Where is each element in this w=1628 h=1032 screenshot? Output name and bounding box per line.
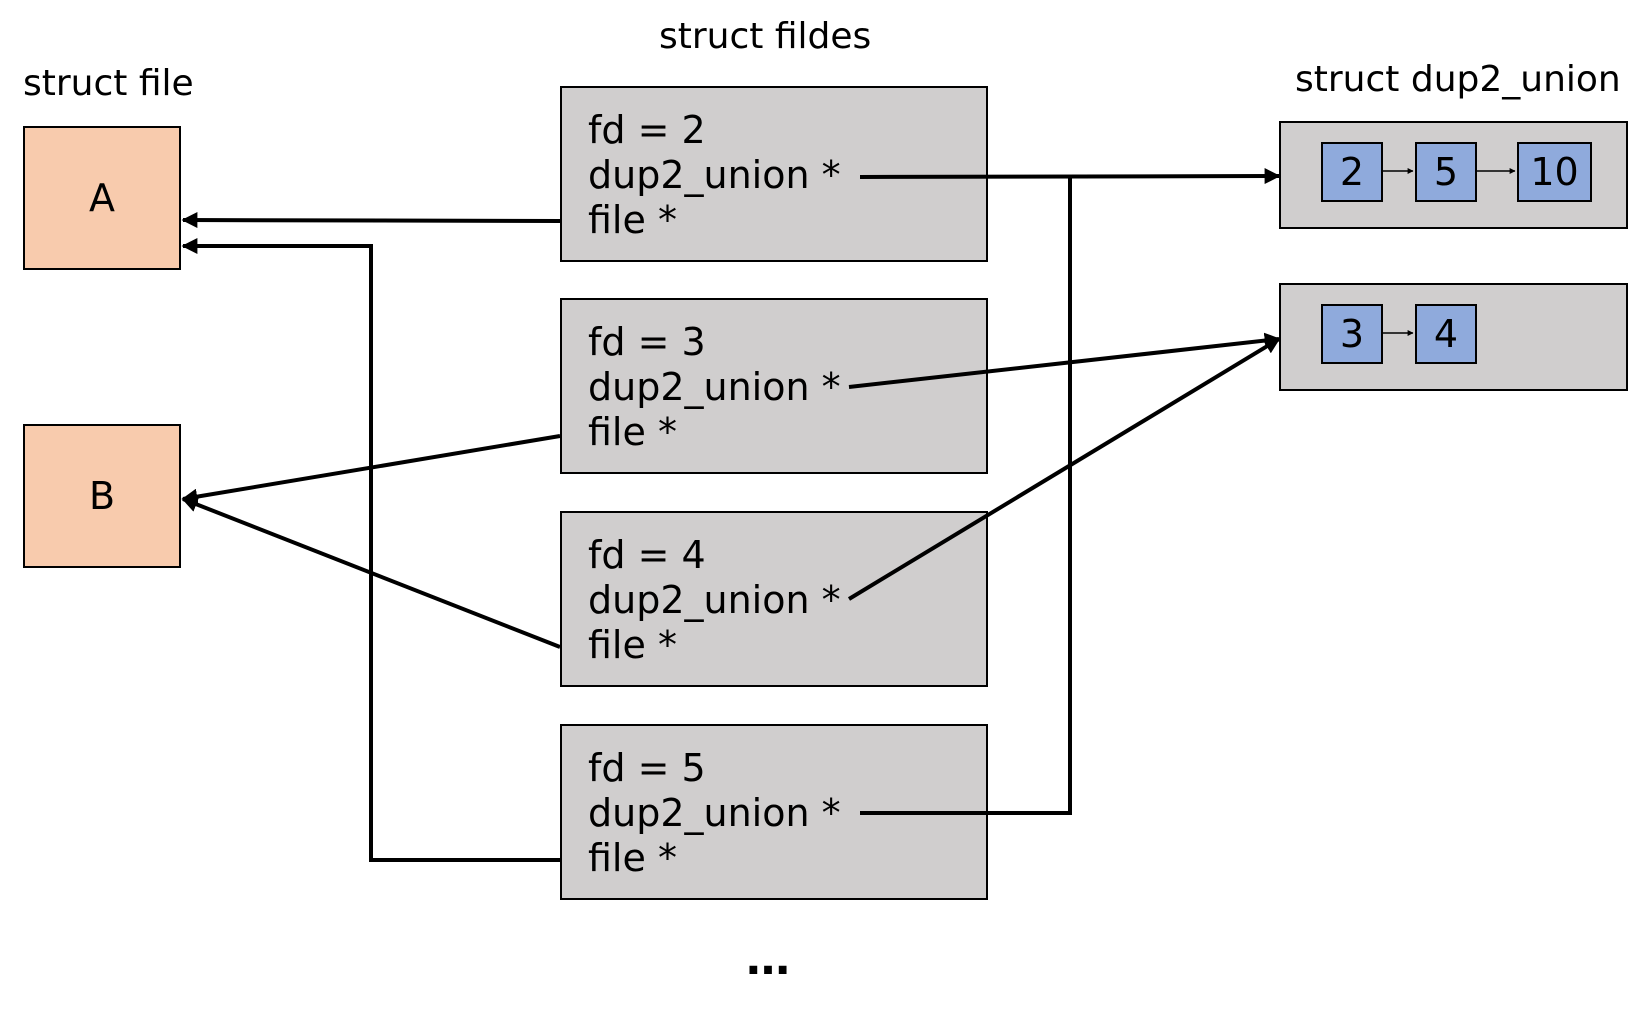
dup2-union-pointer: dup2_union * bbox=[588, 578, 841, 622]
fildes-box-fd5: fd = 5 dup2_union * file * bbox=[560, 724, 988, 900]
file-label: A bbox=[89, 176, 115, 220]
file-pointer: file * bbox=[588, 623, 677, 667]
fd-value: fd = 3 bbox=[588, 320, 706, 364]
struct-file-heading: struct file bbox=[23, 63, 194, 104]
file-pointer: file * bbox=[588, 198, 677, 242]
struct-dup2-union-heading: struct dup2_union bbox=[1295, 59, 1621, 100]
dup2-union-pointer: dup2_union * bbox=[588, 153, 841, 197]
more-ellipsis: … bbox=[746, 934, 790, 985]
union-node: 2 bbox=[1321, 142, 1383, 202]
union-node: 10 bbox=[1517, 142, 1592, 202]
fd-value: fd = 2 bbox=[588, 108, 706, 152]
arrow-fd3-file-to-b bbox=[181, 434, 561, 505]
dup2-union-pointer: dup2_union * bbox=[588, 791, 841, 835]
union-node: 4 bbox=[1415, 304, 1477, 364]
file-pointer: file * bbox=[588, 410, 677, 454]
fd-value: fd = 4 bbox=[588, 533, 706, 577]
file-label: B bbox=[88, 474, 116, 518]
union-node: 5 bbox=[1415, 142, 1477, 202]
union-node: 3 bbox=[1321, 304, 1383, 364]
arrow-fd5-union-joins-first bbox=[860, 177, 1072, 815]
arrow-fd2-file-to-a bbox=[181, 212, 561, 229]
dup2-union-pointer: dup2_union * bbox=[588, 365, 841, 409]
dup2-union-box-1: 2 5 10 bbox=[1279, 121, 1628, 229]
file-pointer: file * bbox=[588, 836, 677, 880]
fildes-box-fd4: fd = 4 dup2_union * file * bbox=[560, 511, 988, 687]
file-box-b: B bbox=[23, 424, 181, 568]
struct-fildes-heading: struct fildes bbox=[659, 16, 872, 57]
dup2-union-box-2: 3 4 bbox=[1279, 283, 1628, 391]
arrow-fd4-file-to-b bbox=[181, 496, 561, 649]
file-box-a: A bbox=[23, 126, 181, 270]
fildes-box-fd3: fd = 3 dup2_union * file * bbox=[560, 298, 988, 474]
fd-value: fd = 5 bbox=[588, 746, 706, 790]
fildes-box-fd2: fd = 2 dup2_union * file * bbox=[560, 86, 988, 262]
arrow-fd5-file-to-a bbox=[181, 238, 560, 862]
